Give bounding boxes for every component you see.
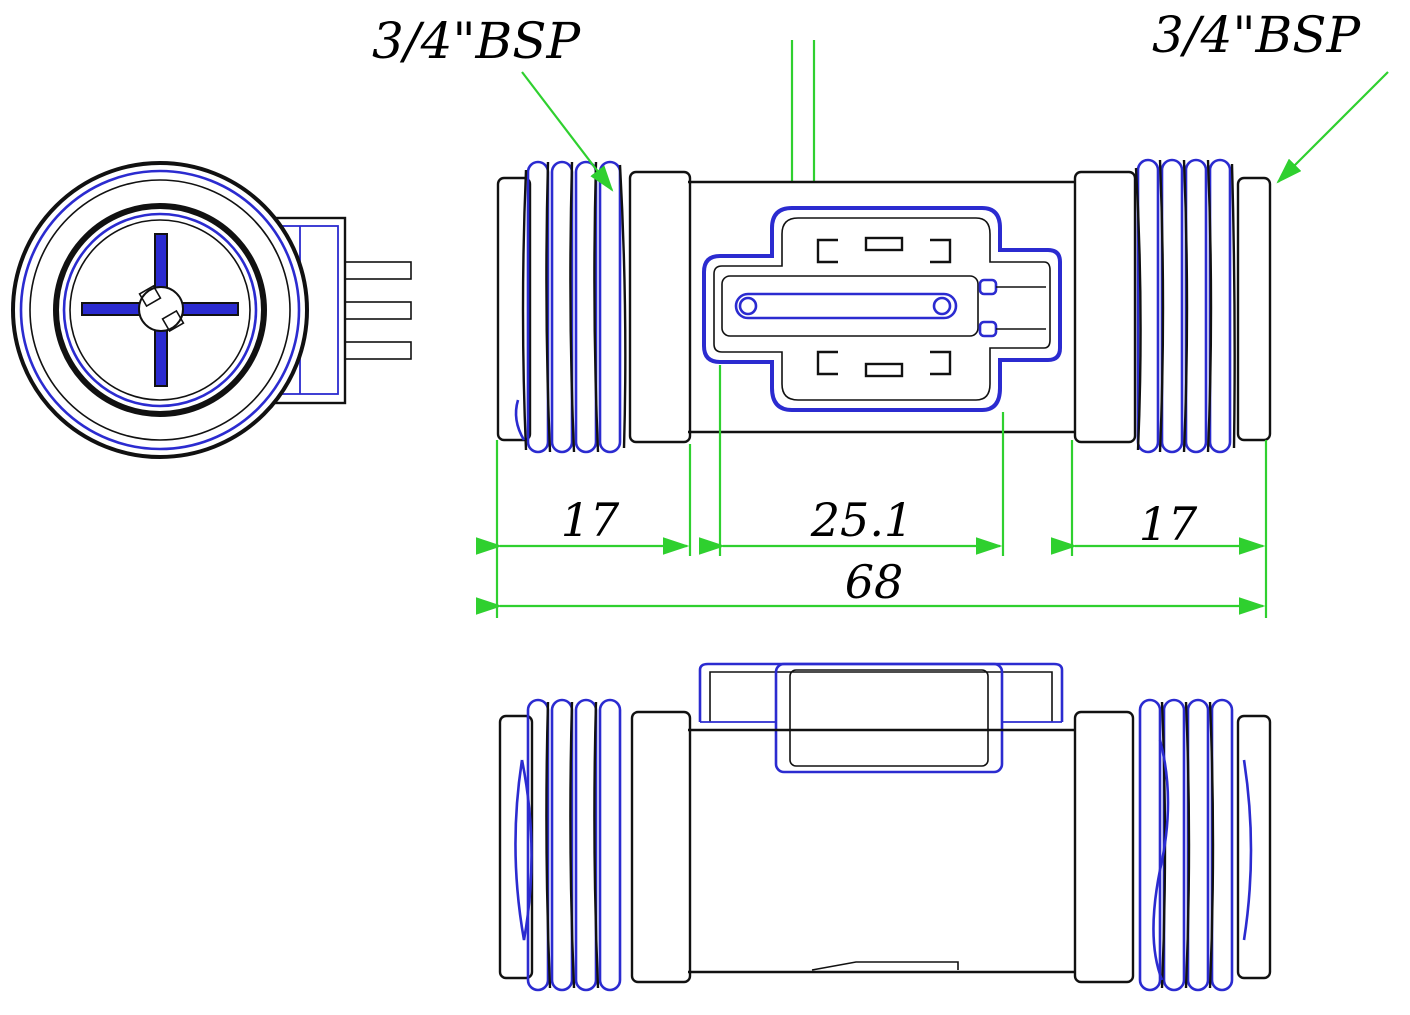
top-view [495, 40, 1272, 618]
dimension-right-thread: 17 [1139, 497, 1198, 551]
thread-label-left: 3/4"BSP [372, 12, 581, 70]
dimension-left-thread: 17 [561, 493, 620, 547]
connector-pins [344, 261, 412, 360]
dimension-sensor-body: 25.1 [810, 493, 913, 547]
dimension-lines [475, 71, 1389, 615]
left-thread [514, 160, 627, 454]
side-left-thread [514, 698, 622, 992]
right-thread [1134, 158, 1236, 454]
impeller-cross-icon [81, 233, 239, 387]
side-view [498, 662, 1272, 992]
dimension-overall: 68 [845, 555, 904, 609]
end-view [11, 161, 412, 459]
thread-label-right: 3/4"BSP [1152, 6, 1361, 64]
side-right-thread [1138, 698, 1253, 992]
sensor-housing [702, 206, 1062, 412]
